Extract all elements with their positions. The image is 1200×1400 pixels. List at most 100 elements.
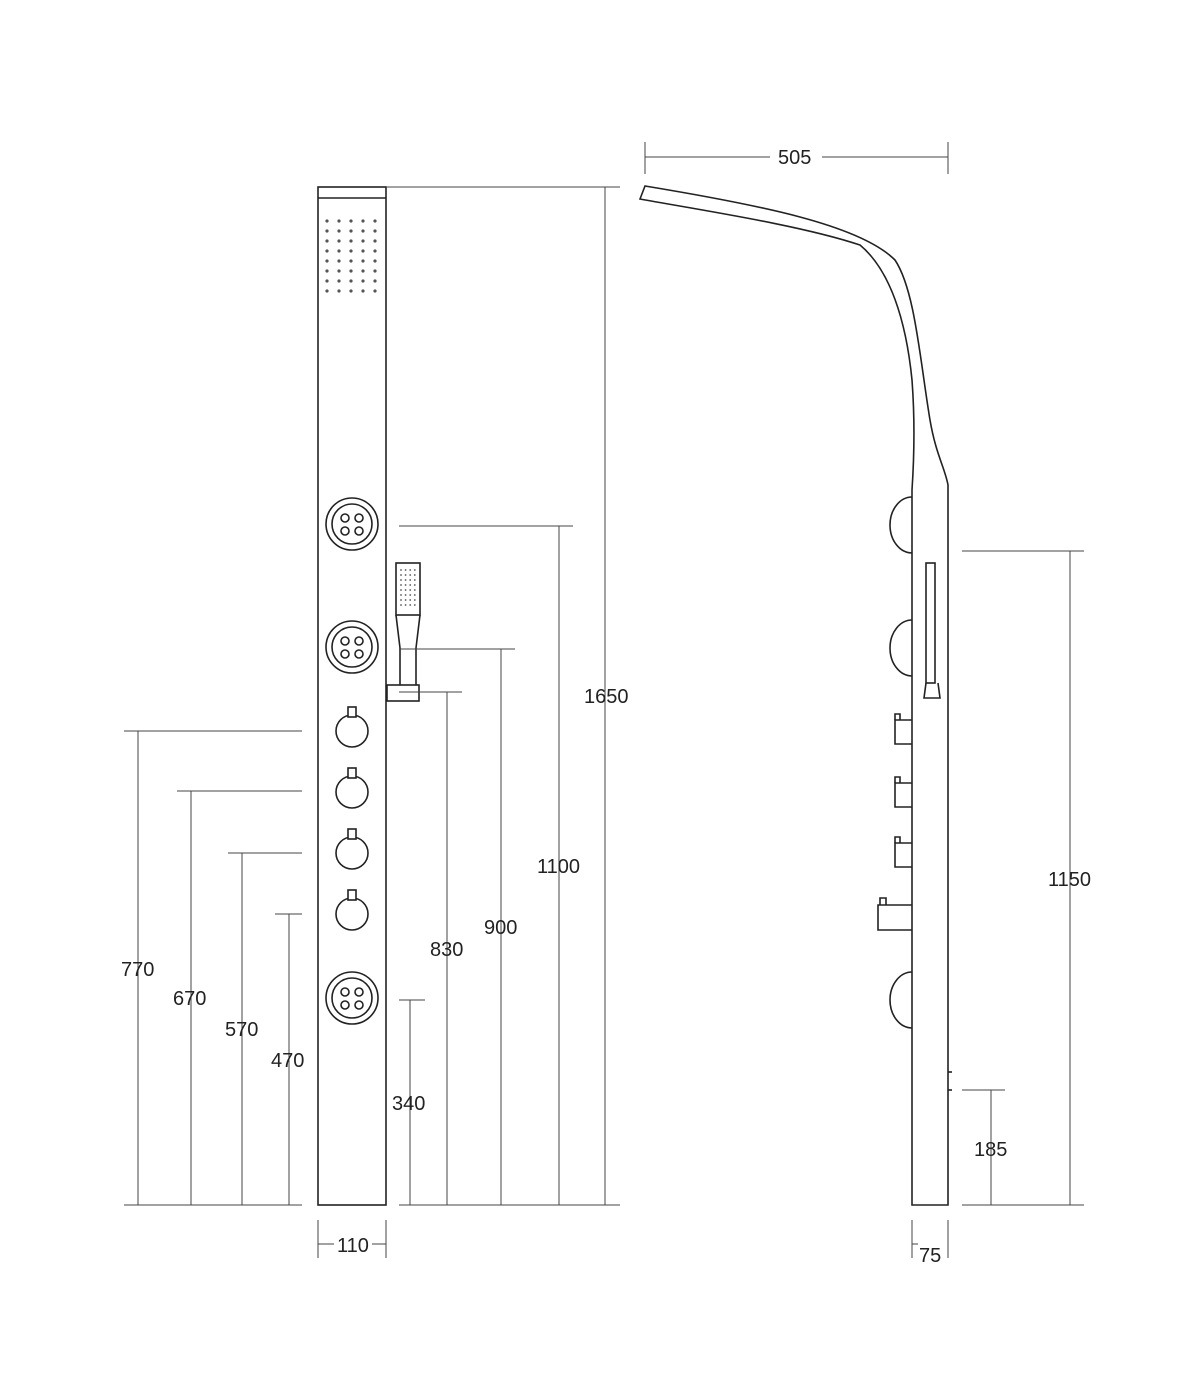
dim-control-3-height: 570 [225, 1019, 258, 1041]
dim-control-4-height: 470 [271, 1050, 304, 1072]
rain-nozzle [337, 229, 341, 233]
dim-jet-upper-height: 1100 [537, 856, 580, 878]
hand-nozzle [413, 569, 416, 571]
hand-nozzle [404, 584, 407, 586]
rain-nozzle [349, 229, 353, 233]
hand-nozzle [409, 584, 412, 586]
rain-nozzle [325, 249, 329, 253]
side-hand-shower [923, 562, 941, 699]
rain-nozzle [361, 289, 365, 293]
side-view: 505 1150 185 75 [638, 142, 1091, 1267]
hand-nozzle [409, 574, 412, 576]
hand-nozzle [400, 574, 402, 576]
rain-nozzle [361, 269, 365, 273]
front-dimensions [124, 186, 620, 1258]
hand-nozzle [409, 569, 412, 571]
hand-nozzle [400, 589, 402, 591]
rain-nozzle [349, 269, 353, 273]
rain-nozzle [337, 249, 341, 253]
hand-nozzle [400, 579, 402, 581]
hand-nozzle [409, 604, 412, 606]
hand-nozzle [409, 594, 412, 596]
rain-nozzle [337, 259, 341, 263]
control-knob-3 [335, 828, 369, 870]
side-jet-lower [889, 971, 913, 1029]
hand-nozzle [404, 594, 407, 596]
hand-nozzle [400, 584, 402, 586]
rain-nozzle [373, 249, 377, 253]
rain-nozzle [361, 219, 365, 223]
rain-nozzle [337, 239, 341, 243]
control-knob-1 [335, 706, 369, 748]
side-jet-middle [889, 619, 913, 677]
hand-nozzle [400, 604, 402, 606]
hand-nozzle [404, 574, 407, 576]
body-jet-middle [325, 620, 379, 674]
rain-nozzle [337, 289, 341, 293]
rain-nozzle [349, 219, 353, 223]
rain-nozzle [361, 279, 365, 283]
rain-nozzle [349, 289, 353, 293]
rain-nozzle [337, 279, 341, 283]
rain-nozzle [373, 229, 377, 233]
dim-panel-width: 110 [337, 1235, 369, 1257]
hand-nozzle [404, 579, 407, 581]
dim-jet-lower-height: 340 [392, 1093, 425, 1115]
rain-nozzle [361, 249, 365, 253]
rain-nozzle [337, 219, 341, 223]
rain-nozzle [361, 229, 365, 233]
rain-nozzle [373, 219, 377, 223]
hand-nozzle [413, 594, 416, 596]
rain-nozzle [325, 259, 329, 263]
rain-nozzle [361, 259, 365, 263]
rain-nozzle [325, 219, 329, 223]
rain-nozzle [325, 279, 329, 283]
hand-nozzle [413, 604, 416, 606]
dim-control-1-height: 770 [121, 959, 154, 981]
hand-nozzle [413, 589, 416, 591]
hand-nozzle [413, 579, 416, 581]
hand-nozzle [413, 584, 416, 586]
hand-nozzle [404, 604, 407, 606]
rain-nozzle [373, 259, 377, 263]
front-view: 1650 1100 900 830 340 770 670 570 470 11… [121, 186, 629, 1258]
rain-nozzle [349, 259, 353, 263]
rain-nozzle [325, 229, 329, 233]
side-jet-upper [889, 496, 913, 554]
hand-nozzle [409, 579, 412, 581]
dim-holder-height: 830 [430, 939, 463, 961]
body-jet-upper [325, 497, 379, 551]
rain-nozzle [349, 279, 353, 283]
rain-nozzle [373, 269, 377, 273]
rain-head-nozzles [325, 219, 377, 293]
body-jet-lower [325, 971, 379, 1025]
side-dimensions [644, 142, 1084, 1258]
hand-nozzle [404, 569, 407, 571]
hand-nozzle [400, 594, 402, 596]
panel-body [317, 186, 387, 1206]
dim-arm-projection: 505 [778, 147, 811, 169]
hand-nozzle [400, 599, 402, 601]
rain-nozzle [349, 239, 353, 243]
hand-nozzle [413, 599, 416, 601]
rain-nozzle [361, 239, 365, 243]
control-knob-2 [335, 767, 369, 809]
rain-nozzle [373, 289, 377, 293]
hand-shower [386, 562, 421, 702]
hand-nozzle [400, 569, 402, 571]
hand-nozzle [404, 589, 407, 591]
rain-nozzle [337, 269, 341, 273]
control-knob-4 [335, 889, 369, 931]
hand-nozzle [413, 574, 416, 576]
side-panel-outline [638, 185, 949, 1206]
dim-base-height: 185 [974, 1139, 1007, 1161]
rain-nozzle [349, 249, 353, 253]
side-control-knobs [877, 713, 912, 931]
rain-nozzle [325, 289, 329, 293]
dim-panel-depth: 75 [919, 1245, 941, 1267]
hand-nozzle [409, 599, 412, 601]
dim-total-height: 1650 [584, 686, 629, 708]
dim-control-2-height: 670 [173, 988, 206, 1010]
hand-nozzle [409, 589, 412, 591]
